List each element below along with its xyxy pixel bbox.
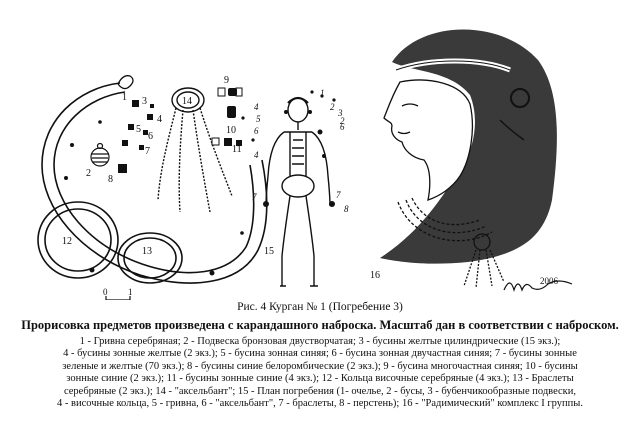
label-item-15: 15 — [264, 246, 274, 257]
torc-dots — [64, 116, 255, 276]
label-item-7: 7 — [145, 146, 150, 157]
svg-text:2006: 2006 — [540, 276, 559, 286]
artist-signature: 2006 — [503, 276, 573, 293]
burial-plan-skeleton — [265, 96, 331, 287]
legend-line: 4 - бусины зонные желтые (2 экз.); 5 - б… — [63, 348, 577, 360]
figure-title: Рис. 4 Курган № 1 (Погребение 3) — [237, 301, 403, 313]
plan-label-1: 1 — [320, 88, 325, 98]
scale-label-one: 1 — [128, 287, 133, 297]
label-item-8: 8 — [108, 174, 113, 185]
portrait-face — [383, 79, 473, 201]
pendant-bivalve — [90, 142, 110, 167]
legend-line: 1 - Гривна серебряная; 2 - Подвеска брон… — [79, 336, 561, 347]
bead-outline — [211, 87, 243, 146]
plan-label-8: 8 — [344, 204, 349, 214]
plan-label-4a: 4 — [254, 102, 259, 112]
torc-end-hook — [117, 75, 134, 90]
plan-label-7b: 7 — [336, 190, 341, 200]
label-item-12: 12 — [62, 236, 72, 247]
plan-label-5: 5 — [256, 114, 261, 124]
legend-line: серебряные (2 экз.); 14 - "аксельбант"; … — [63, 385, 577, 397]
label-item-16: 16 — [370, 270, 380, 281]
label-item-2: 2 — [86, 168, 91, 179]
plan-label-2: 2 — [330, 102, 335, 112]
aiguillette — [157, 87, 233, 213]
temple-ring — [37, 201, 119, 279]
label-item-13: 13 — [142, 246, 152, 257]
portrait-necklace — [397, 197, 505, 289]
label-item-10: 10 — [226, 125, 236, 136]
plan-label-2b: 2 — [340, 116, 345, 126]
item-number-labels: 1 2 3 4 5 6 7 8 9 10 11 12 13 14 15 16 — [62, 75, 380, 281]
portrait-temple-rings — [499, 88, 530, 141]
plan-label-3: 3 — [337, 108, 343, 118]
scale-label-zero: 0 — [103, 287, 108, 297]
plan-label-6b: 6 — [340, 122, 345, 132]
scale-bar — [105, 296, 131, 300]
legend-line: зонные синие (2 экз.); 11 - бусины зонны… — [66, 373, 574, 385]
label-item-3: 3 — [142, 96, 147, 107]
label-item-1: 1 — [122, 92, 127, 103]
label-item-6: 6 — [148, 131, 153, 142]
figure-subtitle: Прорисовка предметов произведена с каран… — [21, 318, 619, 332]
plan-label-7a: 7 — [252, 192, 257, 202]
beads-group — [118, 88, 242, 173]
figure-illustration: 2006 1 2 3 4 5 6 7 8 9 10 11 12 13 14 15… — [37, 29, 573, 300]
plan-label-4b: 4 — [254, 150, 259, 160]
legend-line: зеленые и желтые (70 экз.); 8 - бусины с… — [62, 360, 578, 372]
label-item-11: 11 — [232, 144, 242, 155]
label-item-9: 9 — [224, 75, 229, 86]
figure-legend: 1 - Гривна серебряная; 2 - Подвеска брон… — [20, 336, 620, 410]
label-item-4: 4 — [157, 114, 162, 125]
label-item-14: 14 — [182, 96, 192, 107]
scale-labels: 0 1 — [103, 287, 133, 297]
label-item-5: 5 — [136, 124, 141, 135]
legend-line: 4 - височные кольца, 5 - гривна, 6 - "ак… — [57, 398, 583, 410]
plan-label-6a: 6 — [254, 126, 259, 136]
bracelet — [117, 232, 183, 284]
burial-plan-finds — [263, 90, 336, 207]
burial-plan-labels: 1 2 3 4 4 5 6 6 7 7 8 2 — [252, 88, 349, 214]
portrait-headdress — [380, 29, 557, 264]
